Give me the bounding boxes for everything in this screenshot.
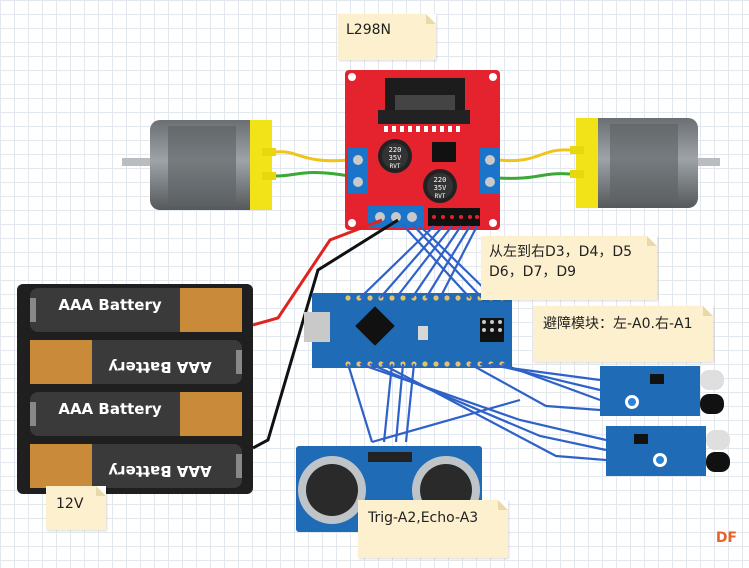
cap-1-label: 220 xyxy=(389,146,402,154)
cap-1-voltage: 35V xyxy=(389,154,402,162)
cap-2-brand: RVT xyxy=(435,193,446,200)
cap-2-voltage: 35V xyxy=(434,184,447,192)
note-pins-line2: D6，D7，D9 xyxy=(489,264,577,280)
note-sensors-text: 避障模块：左-A0.右-A1 xyxy=(543,316,693,332)
note-driver-text: L298N xyxy=(346,22,391,38)
left-motor xyxy=(122,120,276,210)
battery-black-wire xyxy=(252,218,399,450)
battery-4-label: AAA Battery xyxy=(108,462,212,480)
note-pins-line1: 从左到右D3，D4，D5 xyxy=(489,244,633,260)
note-power-text: 12V xyxy=(56,496,84,512)
battery-pack xyxy=(17,284,253,494)
l298n-board xyxy=(345,70,500,230)
note-power: 12V xyxy=(46,486,106,530)
watermark-logo: DF xyxy=(715,530,737,546)
battery-2-label: AAA Battery xyxy=(108,358,212,376)
arduino-nano xyxy=(304,293,512,368)
ir-sensor-right xyxy=(606,426,730,476)
cap-1-brand: RVT xyxy=(390,163,401,170)
battery-red-wire xyxy=(252,218,383,327)
note-sensors: 避障模块：左-A0.右-A1 xyxy=(533,306,713,362)
note-pins: 从左到右D3，D4，D5 D6，D7，D9 xyxy=(481,236,657,300)
signal-wires xyxy=(346,223,607,462)
battery-3-label: AAA Battery xyxy=(58,400,162,418)
note-ultrasonic-text: Trig-A2,Echo-A3 xyxy=(368,510,479,526)
cap-2-label: 220 xyxy=(434,176,447,184)
battery-1-label: AAA Battery xyxy=(58,296,162,314)
note-ultrasonic: Trig-A2,Echo-A3 xyxy=(358,500,508,558)
ir-sensor-left xyxy=(600,366,724,416)
right-motor xyxy=(570,118,720,208)
note-driver: L298N xyxy=(338,14,436,60)
